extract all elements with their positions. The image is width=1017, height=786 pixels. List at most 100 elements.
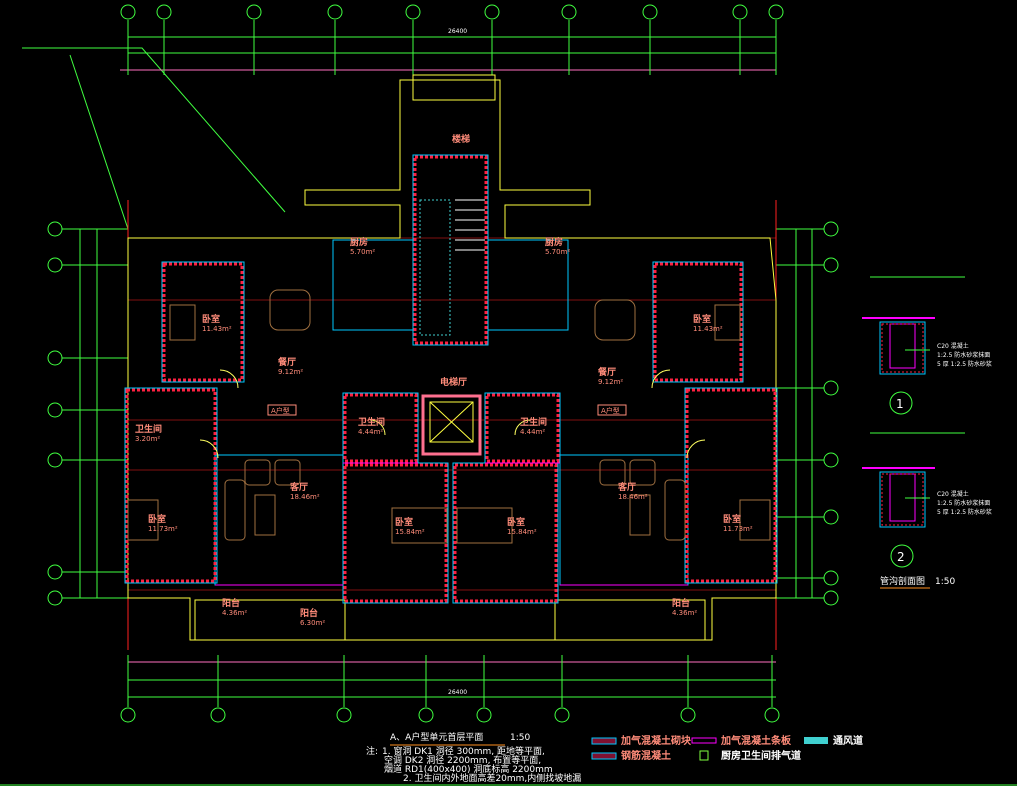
- detail-note: 5 厚 1:2.5 防水砂浆: [937, 508, 992, 516]
- axis-bubble: [764, 707, 780, 723]
- legend-label: 厨房卫生间排气道: [721, 749, 801, 762]
- room-name: 餐厅: [277, 356, 296, 368]
- partitions: [215, 462, 688, 586]
- legend-label: 加气混凝土条板: [720, 734, 792, 747]
- bottom-total-dimension: 26400: [448, 689, 467, 696]
- note-line: 烟道 RD1(400x400) 洞底标高 2200mm: [384, 763, 553, 775]
- axis-bubble: [47, 257, 63, 273]
- axis-bubble: [732, 4, 748, 20]
- room-name: 卫生间: [135, 423, 162, 435]
- detail-note: C20 混凝土: [937, 342, 969, 350]
- room-name: 卧室: [395, 516, 413, 528]
- room-name: 客厅: [289, 481, 308, 493]
- room-name: 卧室: [148, 513, 166, 525]
- axis-bubble: [120, 707, 136, 723]
- note-line: 1. 窗洞 DK1 洞径 300mm, 距地等平面,: [382, 745, 545, 757]
- room-name: 阳台: [222, 597, 240, 609]
- axis-bubble: [246, 4, 262, 20]
- room-name: 厨房: [545, 236, 563, 248]
- note-line: 2. 卫生间内外地面高差20mm,内侧找坡地漏: [403, 772, 581, 784]
- room-name: 厨房: [350, 236, 368, 248]
- axis-bubble: [642, 4, 658, 20]
- axis-bubble: [210, 707, 226, 723]
- legend-label: 通风道: [833, 734, 863, 747]
- room-area: 4.44m²: [520, 428, 545, 436]
- axis-bubble: [484, 4, 500, 20]
- axis-bubble: [47, 221, 63, 237]
- section-detail-1: 1 C20 混凝土 1:2.5 防水砂浆抹面 5 厚 1:2.5 防水砂浆: [862, 276, 992, 415]
- section-marker-2: 2: [897, 550, 905, 564]
- room-area: 9.12m²: [278, 368, 303, 376]
- axis-grid: [47, 4, 839, 723]
- axis-bubble: [561, 4, 577, 20]
- axis-bubble: [823, 257, 839, 273]
- axis-bubble: [823, 452, 839, 468]
- axis-bubble: [47, 350, 63, 366]
- room-area: 6.30m²: [300, 619, 325, 627]
- section-marker-1: 1: [896, 397, 904, 411]
- legend-swatch-aerated-panel: [691, 737, 717, 744]
- room-name: 卧室: [723, 513, 741, 525]
- room-name: 卧室: [202, 313, 220, 325]
- wall-hatching: [125, 155, 777, 603]
- detail-note: 5 厚 1:2.5 防水砂浆: [937, 360, 992, 368]
- room-name: 卧室: [507, 516, 525, 528]
- room-name: 阳台: [300, 607, 318, 619]
- note-line: 空调 DK2 洞径 2200mm, 布置等平面,: [384, 754, 541, 766]
- unit-tag: A户型: [271, 406, 290, 415]
- room-area: 15.84m²: [395, 528, 425, 536]
- detail-note: 1:2.5 防水砂浆抹面: [937, 499, 990, 507]
- axis-bubble: [327, 4, 343, 20]
- axis-bubble: [823, 570, 839, 586]
- room-name: 客厅: [617, 481, 636, 493]
- drawing-title: A、A户型单元首层平面: [390, 731, 483, 743]
- top-dimensions: 26400: [120, 28, 776, 71]
- room-labels: 卧室11.43m²餐厅9.12m²厨房5.70m²卫生间3.20m²客厅18.4…: [135, 133, 753, 627]
- stair: [419, 199, 485, 336]
- room-area: 5.70m²: [545, 248, 570, 256]
- detail-note: 1:2.5 防水砂浆抹面: [937, 351, 990, 359]
- room-area: 3.20m²: [135, 435, 160, 443]
- room-name: 阳台: [672, 597, 690, 609]
- room-area: 15.84m²: [507, 528, 537, 536]
- axis-bubble: [680, 707, 696, 723]
- section-detail-2: 2 C20 混凝土 1:2.5 防水砂浆抹面 5 厚 1:2.5 防水砂浆: [862, 432, 992, 568]
- notes-label: 注:: [366, 745, 378, 757]
- room-area: 18.46m²: [618, 493, 648, 501]
- legend-swatch-vent-shaft: [804, 737, 828, 744]
- room-area: 4.44m²: [358, 428, 383, 436]
- axis-bubble: [823, 221, 839, 237]
- unit-tag: A户型: [601, 406, 620, 415]
- room-name: 卧室: [693, 313, 711, 325]
- room-area: 11.43m²: [202, 325, 232, 333]
- detail-note: C20 混凝土: [937, 490, 969, 498]
- furniture: [127, 289, 771, 544]
- room-area: 11.73m²: [148, 525, 178, 533]
- elevator-shaft: [421, 394, 482, 456]
- room-area: 11.73m²: [723, 525, 753, 533]
- axis-bubble: [47, 590, 63, 606]
- axis-bubble: [405, 4, 421, 20]
- building-outline: [127, 74, 777, 641]
- axis-bubble: [47, 452, 63, 468]
- drawing-scale: 1:50: [510, 733, 530, 743]
- legend-label: 钢筋混凝土: [621, 749, 671, 762]
- room-area: 18.46m²: [290, 493, 320, 501]
- room-area: 9.12m²: [598, 378, 623, 386]
- bottom-dimensions: 26400: [128, 661, 776, 698]
- detail-title: 管沟剖面图: [880, 575, 925, 587]
- legend-swatch-aerated-block: [591, 737, 617, 745]
- axis-bubble: [768, 4, 784, 20]
- exhaust-duct-icon: [699, 750, 709, 761]
- axis-bubble: [47, 402, 63, 418]
- axis-bubble: [418, 707, 434, 723]
- legend: 加气混凝土砌块 加气混凝土条板 通风道 钢筋混凝土 厨房卫生间排气道: [591, 734, 863, 762]
- total-dimension: 26400: [448, 28, 467, 35]
- room-name: 餐厅: [597, 366, 616, 378]
- axis-bubble: [823, 509, 839, 525]
- axis-bubble: [554, 707, 570, 723]
- axis-bubble: [476, 707, 492, 723]
- axis-bubble: [156, 4, 172, 20]
- side-dimensions: [79, 229, 813, 598]
